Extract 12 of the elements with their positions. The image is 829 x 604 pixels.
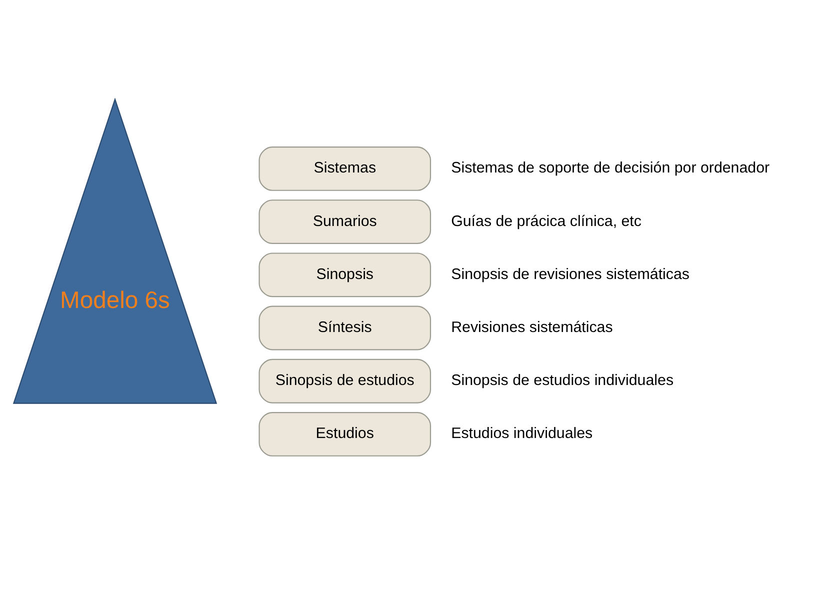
node-label: Sinopsis de revisiones sistemáticas xyxy=(450,266,689,283)
node-label: Sinopsis de estudios individuales xyxy=(450,372,674,390)
node-label: Estudios individuales xyxy=(450,425,592,442)
node-label: Revisiones sistemáticas xyxy=(450,319,612,336)
node-box: Sumarios xyxy=(258,200,431,244)
node-box: Sistemas xyxy=(258,146,431,191)
node-label: Guías de prácica clínica, etc xyxy=(450,212,641,230)
node-box: Síntesis xyxy=(258,306,431,350)
node-box: Sinopsis de estudios xyxy=(258,358,431,404)
node-label: Sistemas de soporte de decisión por ordenador xyxy=(450,160,770,177)
node-box: Estudios xyxy=(258,412,431,456)
node-box: Sinopsis xyxy=(258,252,431,298)
